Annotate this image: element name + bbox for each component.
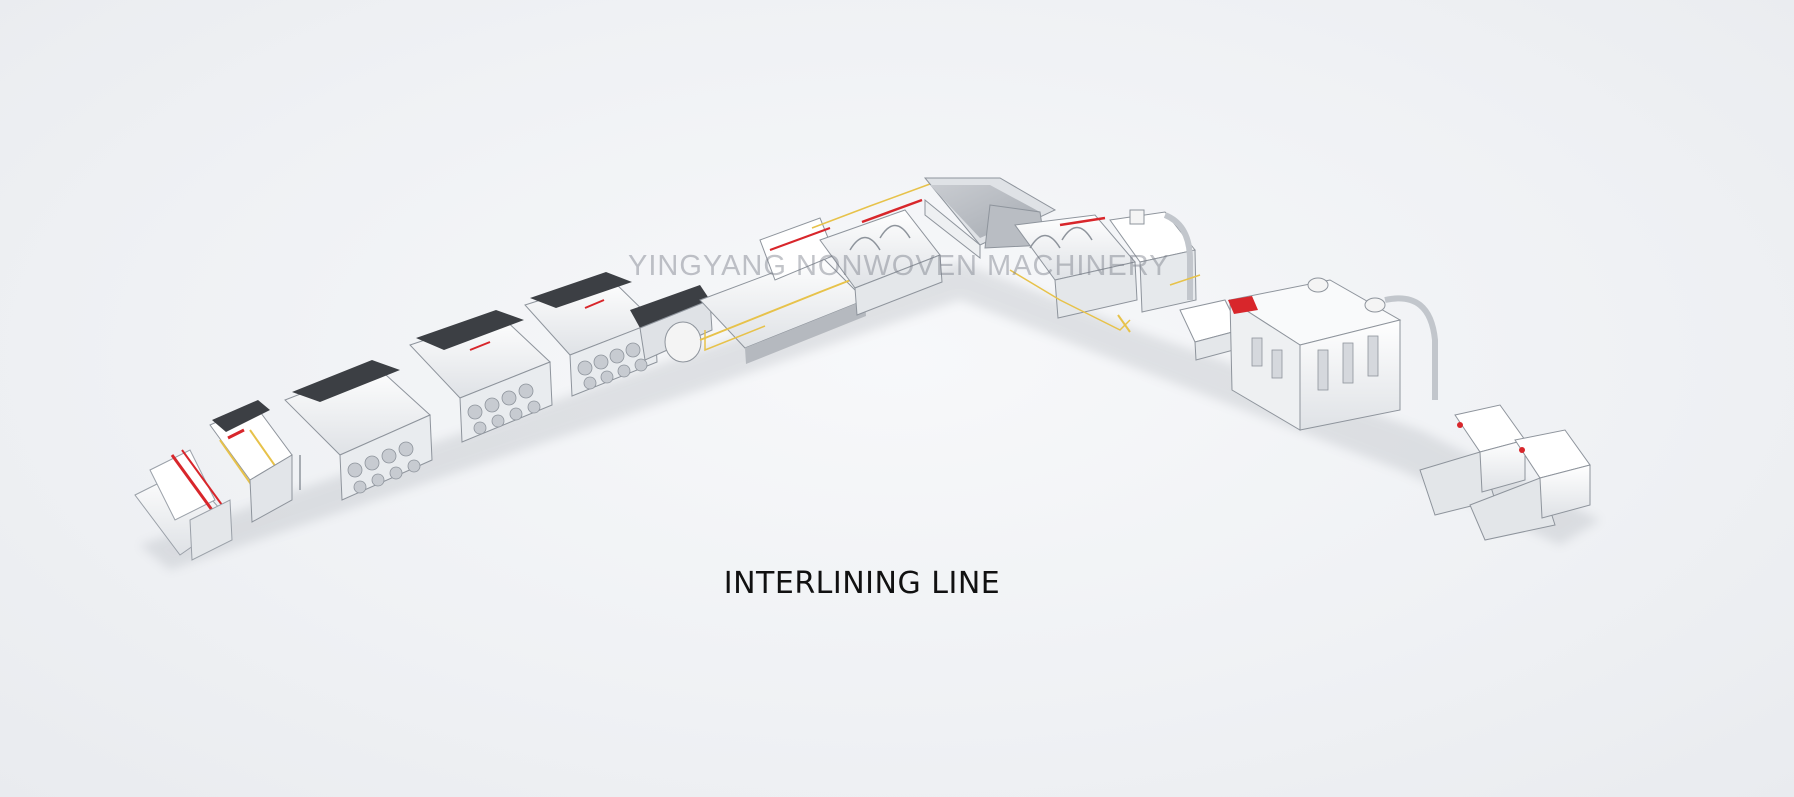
- blending-bins: [1228, 277, 1438, 431]
- drying-oven-1: [284, 360, 433, 501]
- carding-machine-left: [811, 183, 943, 316]
- bale-opener-1: [1419, 404, 1526, 516]
- web-former-apex: [923, 177, 1057, 260]
- winder-unit: [134, 449, 233, 561]
- cross-lapper-platform: [699, 217, 867, 364]
- image-caption: INTERLINING LINE: [723, 566, 1001, 601]
- carding-machine-right: [1009, 214, 1138, 333]
- hopper-feeder: [1109, 209, 1201, 313]
- drying-oven-2: [409, 310, 553, 443]
- drying-oven-3: [524, 272, 658, 397]
- bale-opener-2: [1469, 429, 1591, 541]
- impregnation-conveyor: [630, 285, 713, 363]
- cooling-frame: [209, 400, 293, 523]
